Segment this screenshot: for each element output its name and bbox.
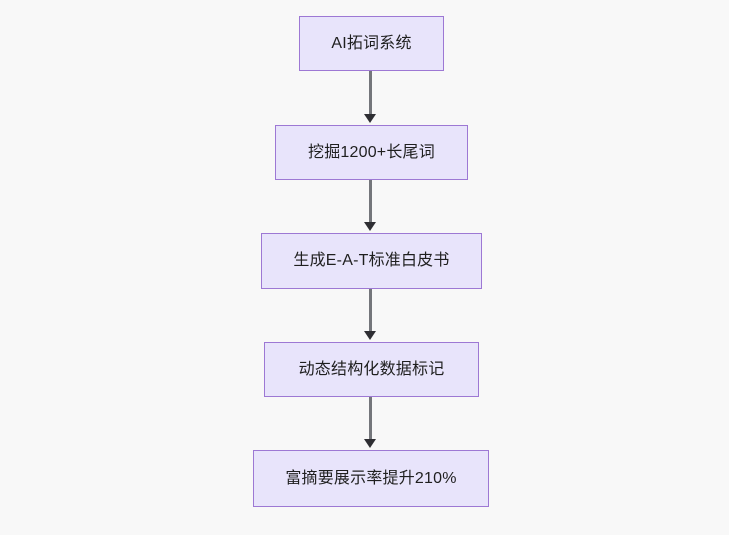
flow-node-5[interactable]: 富摘要展示率提升210% [253, 450, 489, 507]
flow-edge-1-arrowhead-icon [364, 114, 376, 123]
flow-edge-2-arrowhead-icon [364, 222, 376, 231]
flow-edge-2-line [369, 180, 372, 224]
flow-edge-4-line [369, 397, 372, 441]
flow-node-5-label: 富摘要展示率提升210% [285, 469, 457, 487]
flow-node-1-label: AI拓词系统 [331, 34, 412, 52]
flow-edge-4-arrowhead-icon [364, 439, 376, 448]
flow-node-4-label: 动态结构化数据标记 [298, 360, 445, 378]
flow-node-2-label: 挖掘1200+长尾词 [308, 143, 435, 161]
flow-node-4[interactable]: 动态结构化数据标记 [264, 342, 479, 397]
flow-node-1[interactable]: AI拓词系统 [299, 16, 444, 71]
flow-edge-3-arrowhead-icon [364, 331, 376, 340]
flow-edge-3-line [369, 289, 372, 333]
flow-node-3-label: 生成E-A-T标准白皮书 [293, 252, 450, 270]
flow-edge-1-line [369, 71, 372, 116]
flow-node-2[interactable]: 挖掘1200+长尾词 [275, 125, 468, 180]
flow-node-3[interactable]: 生成E-A-T标准白皮书 [261, 233, 482, 289]
